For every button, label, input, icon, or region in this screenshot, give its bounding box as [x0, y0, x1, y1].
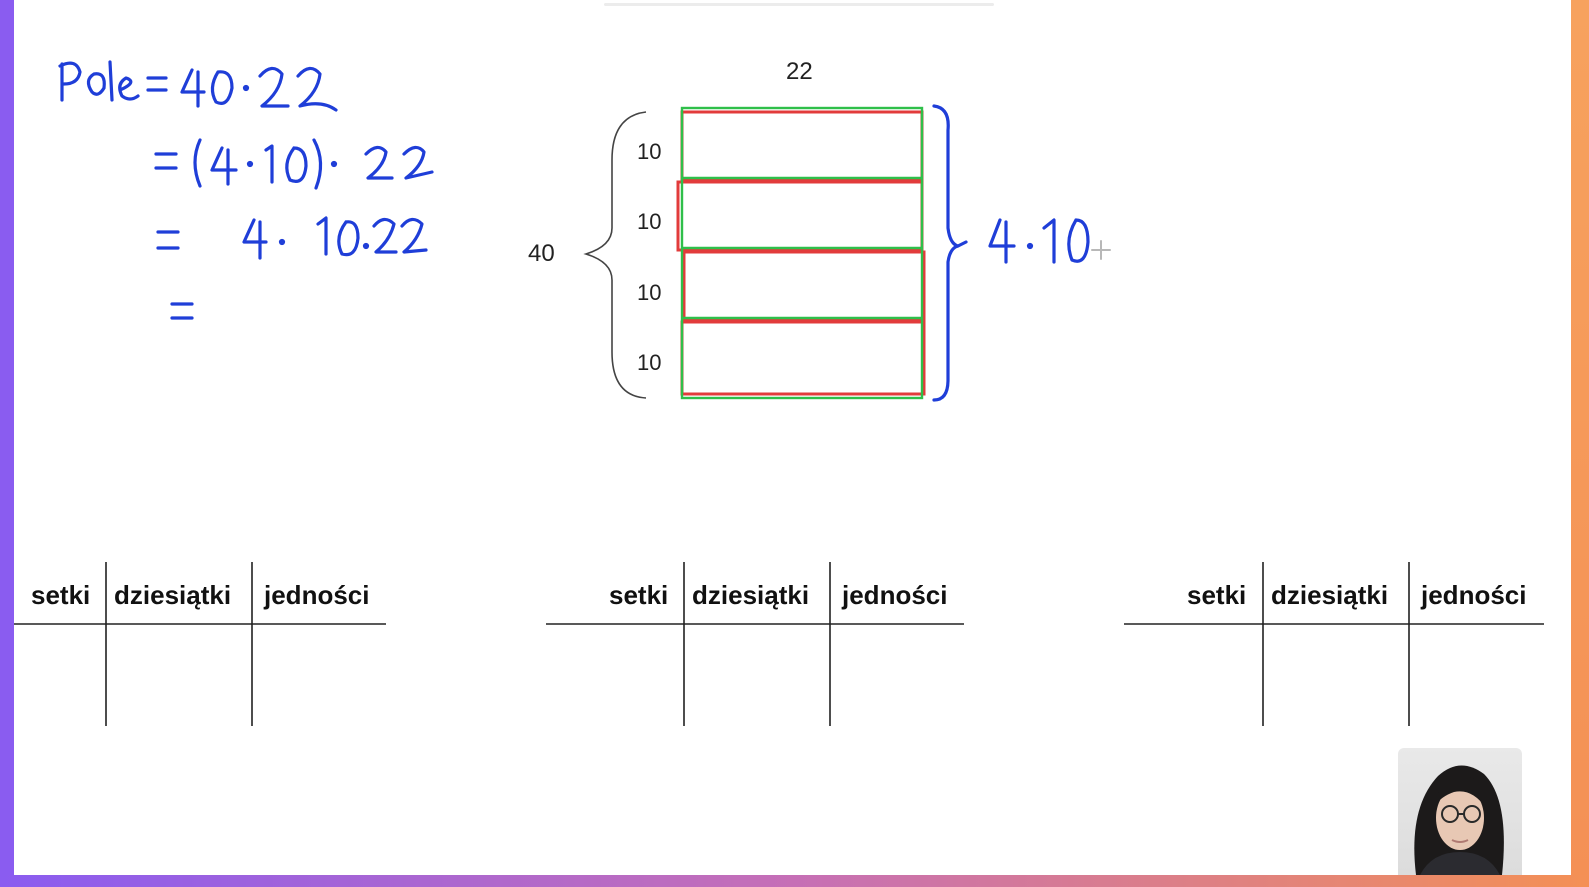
frame-bottom-border [0, 875, 1589, 887]
whiteboard-canvas[interactable]: 22 40 10 10 10 10 setki dziesiątki jedno… [14, 0, 1571, 875]
rectangle-width-label: 22 [786, 58, 813, 85]
table2-header-setki: setki [609, 580, 669, 610]
frame-right-border [1571, 0, 1589, 887]
table3-header-jednosci: jedności [1421, 580, 1527, 610]
handwriting-ink [14, 60, 1544, 726]
table3-header-setki: setki [1187, 580, 1247, 610]
table2-header-dziesiatki: dziesiątki [692, 580, 810, 610]
row-label-4: 10 [637, 350, 662, 375]
row-label-2: 10 [637, 209, 662, 234]
table2-header-jednosci: jedności [842, 580, 948, 610]
top-divider [604, 3, 994, 6]
table3-header-dziesiatki: dziesiątki [1271, 580, 1389, 610]
table1-header-jednosci: jedności [264, 580, 370, 610]
table1-header-dziesiatki: dziesiątki [114, 580, 232, 610]
row-label-3: 10 [637, 280, 662, 305]
presenter-video-icon [1414, 765, 1504, 875]
table1-header-setki: setki [31, 580, 91, 610]
row-label-1: 10 [637, 139, 662, 164]
frame-left-border [0, 0, 14, 887]
presenter-webcam[interactable] [1398, 748, 1522, 875]
rectangle-height-label: 40 [528, 240, 555, 267]
